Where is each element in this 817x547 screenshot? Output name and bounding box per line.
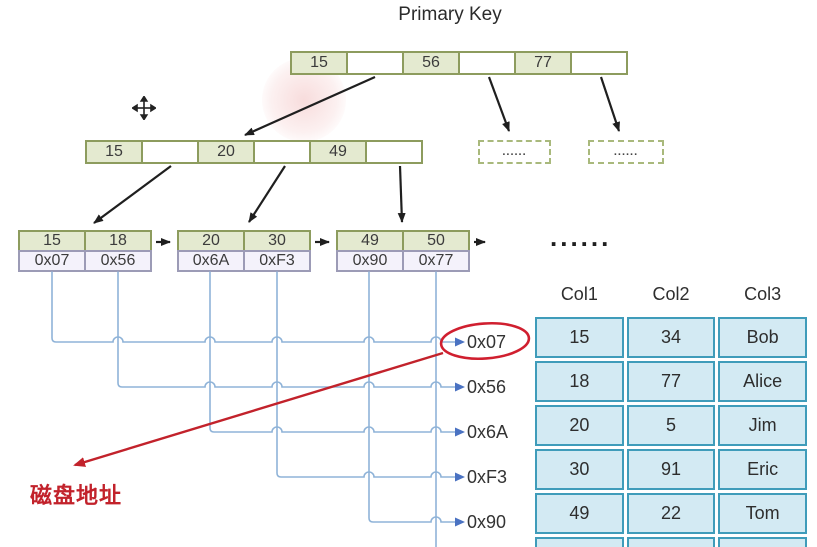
- table-cell: [626, 537, 716, 547]
- table-cell: Jim: [718, 405, 807, 446]
- truncated-node-1: ......: [478, 140, 551, 164]
- table-cell: Bob: [718, 317, 807, 358]
- address-cell: 0x07: [18, 250, 86, 272]
- key-cell: 20: [177, 230, 245, 252]
- key-cell: 77: [514, 51, 572, 75]
- table-cell: [718, 537, 807, 547]
- leaf-node-3: 49 50 0x90 0x77: [336, 230, 470, 272]
- internal-node: 15 20 49: [85, 140, 423, 164]
- table-cell: 22: [626, 493, 716, 534]
- pointer-cell: [458, 51, 516, 75]
- column-header: Col2: [652, 284, 690, 304]
- disk-address-value-highlighted: 0x07: [467, 332, 507, 352]
- table-cell: Eric: [718, 449, 807, 490]
- pointer-cell: [253, 140, 311, 164]
- truncated-node-2: ......: [588, 140, 664, 164]
- table-cell: 49: [535, 493, 624, 534]
- address-cell: 0x6A: [177, 250, 245, 272]
- table-cell: [535, 537, 624, 547]
- table-cell: 77: [626, 361, 716, 402]
- disk-address-arrowheads: [455, 337, 465, 527]
- disk-address-value: 0x6A: [467, 422, 509, 442]
- table-cell: 18: [535, 361, 624, 402]
- pointer-cell: [570, 51, 628, 75]
- disk-address-value: 0xF3: [467, 467, 508, 487]
- table-cell: 91: [626, 449, 716, 490]
- table-cell: 20: [535, 405, 624, 446]
- disk-address-label: 磁盘地址: [30, 483, 123, 508]
- primary-key-title: Primary Key: [398, 4, 502, 25]
- table-cell: 34: [626, 317, 716, 358]
- key-cell: 20: [197, 140, 255, 164]
- key-cell: 18: [84, 230, 152, 252]
- leaf-node-2: 20 30 0x6A 0xF3: [177, 230, 311, 272]
- records-table: 15 34 Bob 18 77 Alice 20 5 Jim 30 91 Eri…: [535, 317, 807, 547]
- table-cell: 5: [626, 405, 716, 446]
- table-cell: Tom: [718, 493, 807, 534]
- key-cell: 15: [85, 140, 143, 164]
- table-cell: 15: [535, 317, 624, 358]
- key-cell: 49: [336, 230, 404, 252]
- column-header: Col1: [560, 284, 598, 304]
- address-cell: 0x56: [84, 250, 152, 272]
- disk-address-value: 0x90: [467, 512, 507, 532]
- key-cell: 15: [18, 230, 86, 252]
- table-cell: 30: [535, 449, 624, 490]
- pointer-cell: [141, 140, 199, 164]
- key-cell: 56: [402, 51, 460, 75]
- key-cell: 49: [309, 140, 367, 164]
- pointer-cell: [346, 51, 404, 75]
- column-header: Col3: [744, 284, 782, 304]
- table-header-row: Col1 Col2 Col3: [535, 284, 807, 305]
- red-annotation: [73, 321, 531, 467]
- leaf-ellipsis: ......: [550, 222, 612, 252]
- disk-address-arrow: [73, 351, 444, 467]
- leaf-node-1: 15 18 0x07 0x56: [18, 230, 152, 272]
- address-cell: 0xF3: [243, 250, 311, 272]
- root-node: 15 56 77: [290, 51, 628, 75]
- address-cell: 0x77: [402, 250, 470, 272]
- pointer-cell: [365, 140, 423, 164]
- table-cell: Alice: [718, 361, 807, 402]
- key-cell: 30: [243, 230, 311, 252]
- address-cell: 0x90: [336, 250, 404, 272]
- disk-address-value: 0x56: [467, 377, 507, 397]
- move-cursor-icon: [132, 96, 156, 120]
- key-cell: 15: [290, 51, 348, 75]
- key-cell: 50: [402, 230, 470, 252]
